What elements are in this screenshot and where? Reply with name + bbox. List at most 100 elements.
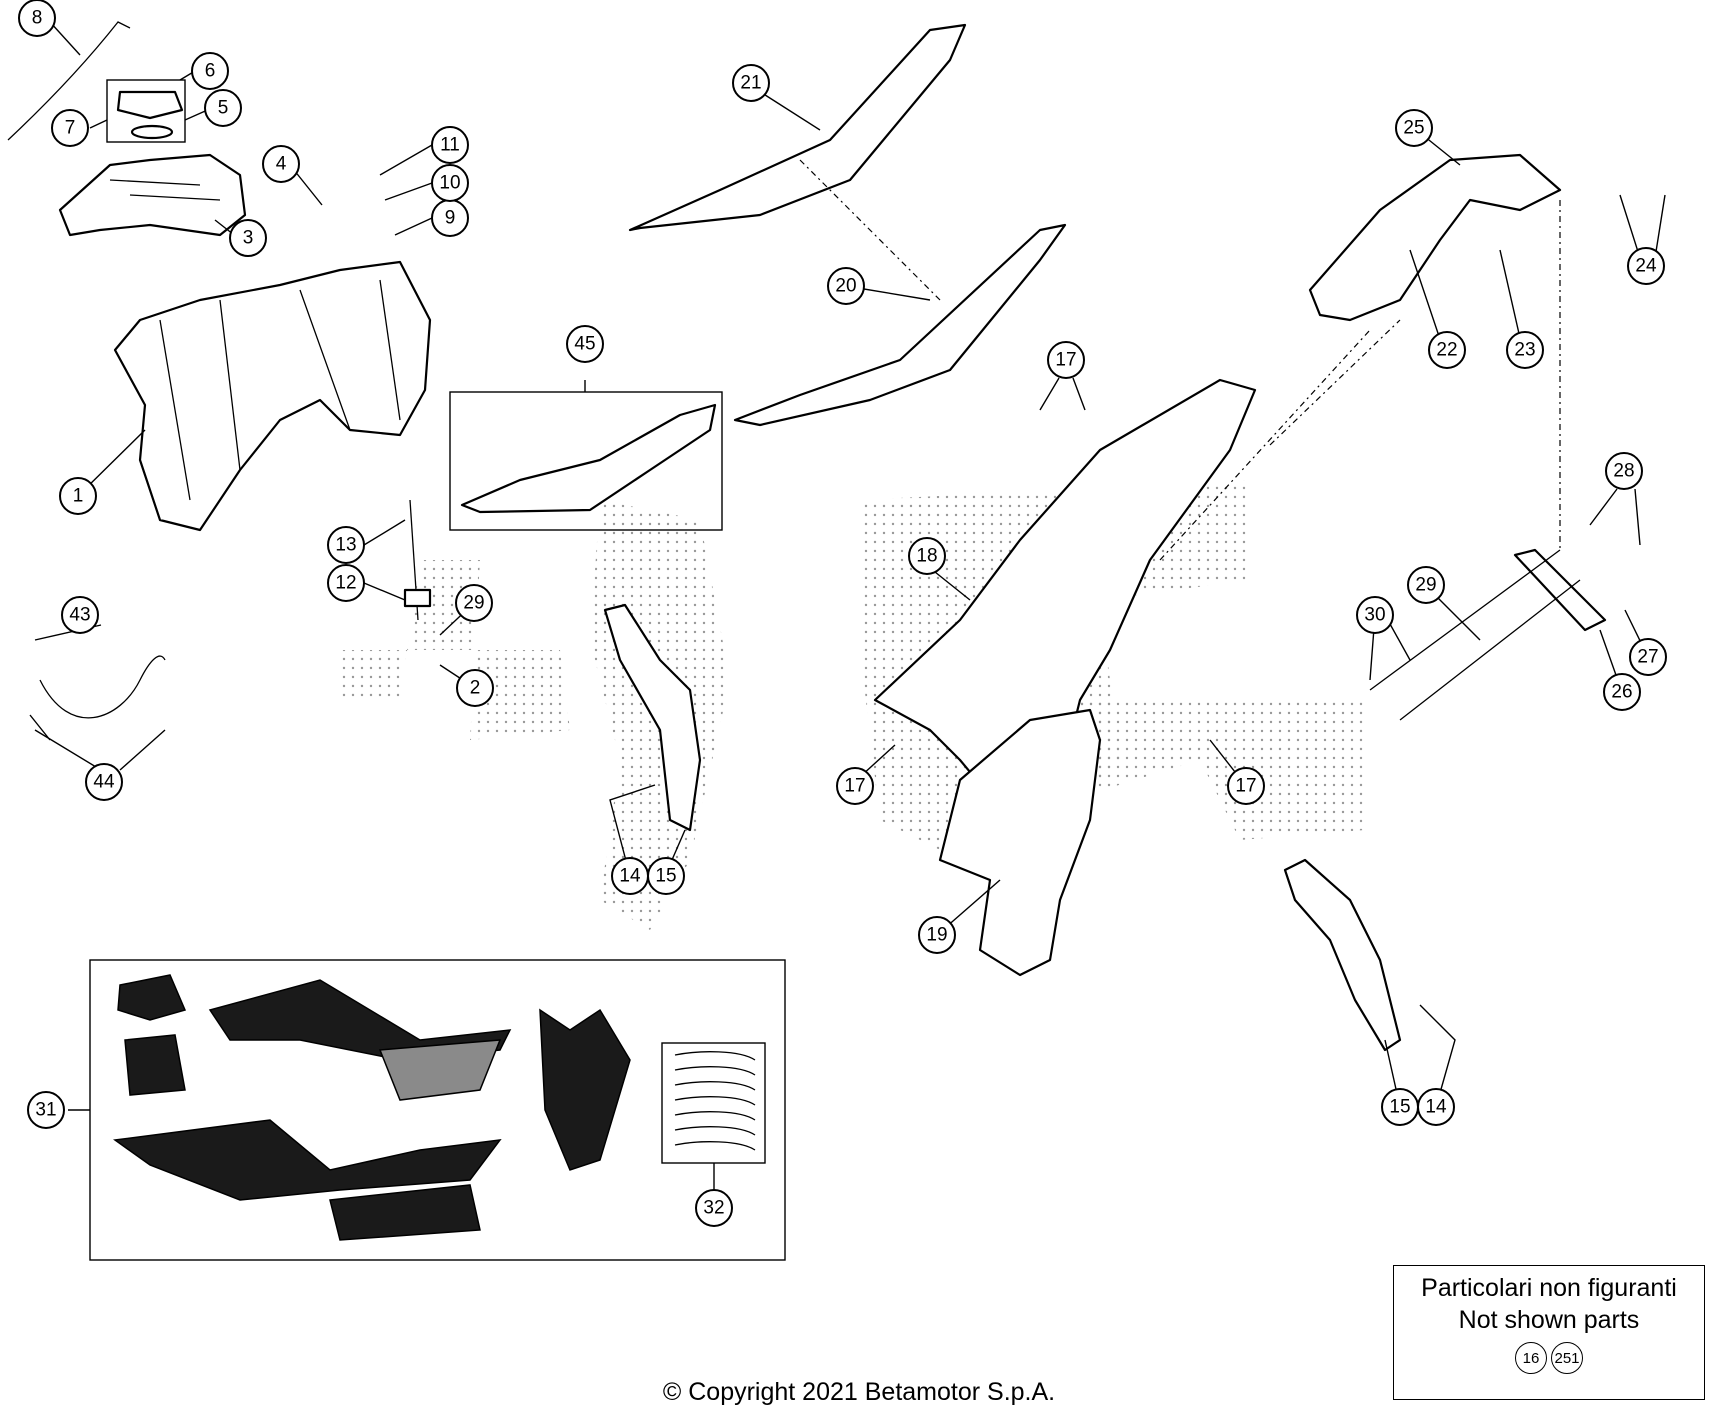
- tank-cover: [58, 153, 247, 237]
- callout-20: 20: [827, 267, 865, 305]
- callout-label: 15: [1389, 1097, 1410, 1118]
- note-ref-badge: 251: [1551, 1342, 1583, 1374]
- callout-31: 31: [27, 1091, 65, 1129]
- callout-15: 15: [1381, 1088, 1419, 1126]
- callout-label: 43: [69, 605, 90, 626]
- callout-14: 14: [1417, 1088, 1455, 1126]
- callout-43: 43: [61, 596, 99, 634]
- fuel-tank: [113, 260, 432, 532]
- seat-base-frame: [449, 391, 723, 531]
- callout-45: 45: [566, 325, 604, 363]
- callout-label: 22: [1436, 340, 1457, 361]
- frame-guard-right: [1283, 858, 1402, 1052]
- callout-12: 12: [327, 564, 365, 602]
- note-title-italian: Particolari non figuranti: [1421, 1274, 1677, 1302]
- fuel-cap-box: [106, 79, 186, 143]
- callout-15: 15: [647, 857, 685, 895]
- callout-label: 44: [93, 772, 115, 793]
- callout-label: 3: [243, 228, 254, 249]
- callout-label: 15: [655, 866, 676, 887]
- callout-label: 1: [73, 486, 84, 507]
- callout-label: 2: [470, 678, 481, 699]
- callout-label: 17: [844, 776, 865, 797]
- note-refs: 16 251: [1394, 1342, 1704, 1374]
- callout-label: 24: [1635, 256, 1657, 277]
- callout-label: 17: [1235, 776, 1256, 797]
- callout-22: 22: [1428, 331, 1466, 369]
- seat-base: [460, 403, 717, 514]
- callout-25: 25: [1395, 109, 1433, 147]
- callout-label: 12: [335, 573, 356, 594]
- callout-44: 44: [85, 763, 123, 801]
- callout-label: 28: [1613, 461, 1634, 482]
- callout-label: 23: [1514, 340, 1535, 361]
- callout-label: 32: [703, 1198, 724, 1219]
- callout-5: 5: [204, 89, 242, 127]
- callout-13: 13: [327, 526, 365, 564]
- plate-bracket: [1513, 548, 1607, 632]
- callout-21: 21: [732, 64, 770, 102]
- callout-label: 10: [439, 173, 460, 194]
- callout-29: 29: [1407, 566, 1445, 604]
- callout-29: 29: [455, 584, 493, 622]
- callout-label: 14: [619, 866, 641, 887]
- callout-label: 9: [445, 208, 456, 229]
- callout-2: 2: [456, 669, 494, 707]
- rim-stickers: [661, 1042, 766, 1164]
- callout-11: 11: [431, 126, 469, 164]
- callout-23: 23: [1506, 331, 1544, 369]
- callout-17: 17: [1227, 767, 1265, 805]
- frame-guard-left: [603, 603, 702, 832]
- callout-24: 24: [1627, 247, 1665, 285]
- breather-hose: [7, 21, 131, 141]
- callout-27: 27: [1629, 638, 1667, 676]
- callout-label: 11: [440, 135, 460, 156]
- callout-19: 19: [918, 916, 956, 954]
- callout-label: 31: [35, 1100, 56, 1121]
- parts-drawing: [7, 21, 1607, 1052]
- callout-4: 4: [262, 145, 300, 183]
- callout-label: 13: [335, 535, 356, 556]
- graphics-kit: [89, 959, 786, 1261]
- callout-label: 5: [218, 98, 229, 119]
- copyright-footer: © Copyright 2021 Betamotor S.p.A.: [662, 1378, 1056, 1406]
- seat-upper: [628, 23, 967, 232]
- rear-subframe: [1308, 153, 1562, 322]
- cap-gasket: [130, 124, 174, 140]
- callout-30: 30: [1356, 596, 1394, 634]
- callout-label: 45: [574, 334, 595, 355]
- callout-3: 3: [229, 219, 267, 257]
- callout-label: 27: [1637, 647, 1658, 668]
- callout-label: 29: [1415, 575, 1436, 596]
- not-shown-parts-note: Particolari non figuranti Not shown part…: [1393, 1265, 1705, 1400]
- callout-8: 8: [18, 0, 56, 37]
- callout-label: 20: [835, 276, 856, 297]
- callout-label: 26: [1611, 682, 1632, 703]
- note-title-english: Not shown parts: [1458, 1306, 1640, 1334]
- callout-label: 4: [276, 154, 287, 175]
- callout-label: 14: [1425, 1097, 1447, 1118]
- leader-lines: [29, 21, 1666, 1208]
- callout-1: 1: [59, 477, 97, 515]
- callout-label: 6: [205, 61, 216, 82]
- seat-lower: [733, 223, 1067, 427]
- callout-14: 14: [611, 857, 649, 895]
- callout-10: 10: [431, 164, 469, 202]
- callout-label: 18: [916, 546, 937, 567]
- callout-label: 17: [1055, 350, 1076, 371]
- callout-7: 7: [51, 109, 89, 147]
- callout-28: 28: [1605, 452, 1643, 490]
- callout-label: 19: [926, 925, 947, 946]
- airbox-cover: [938, 708, 1102, 977]
- fuel-hose: [39, 655, 166, 719]
- callout-label: 7: [65, 118, 76, 139]
- callout-label: 8: [32, 8, 43, 29]
- callout-label: 21: [740, 73, 761, 94]
- callout-6: 6: [191, 52, 229, 90]
- callout-label: 30: [1364, 605, 1385, 626]
- fuel-cap: [116, 90, 184, 120]
- callout-17: 17: [1047, 341, 1085, 379]
- callout-9: 9: [431, 199, 469, 237]
- callout-label: 25: [1403, 118, 1424, 139]
